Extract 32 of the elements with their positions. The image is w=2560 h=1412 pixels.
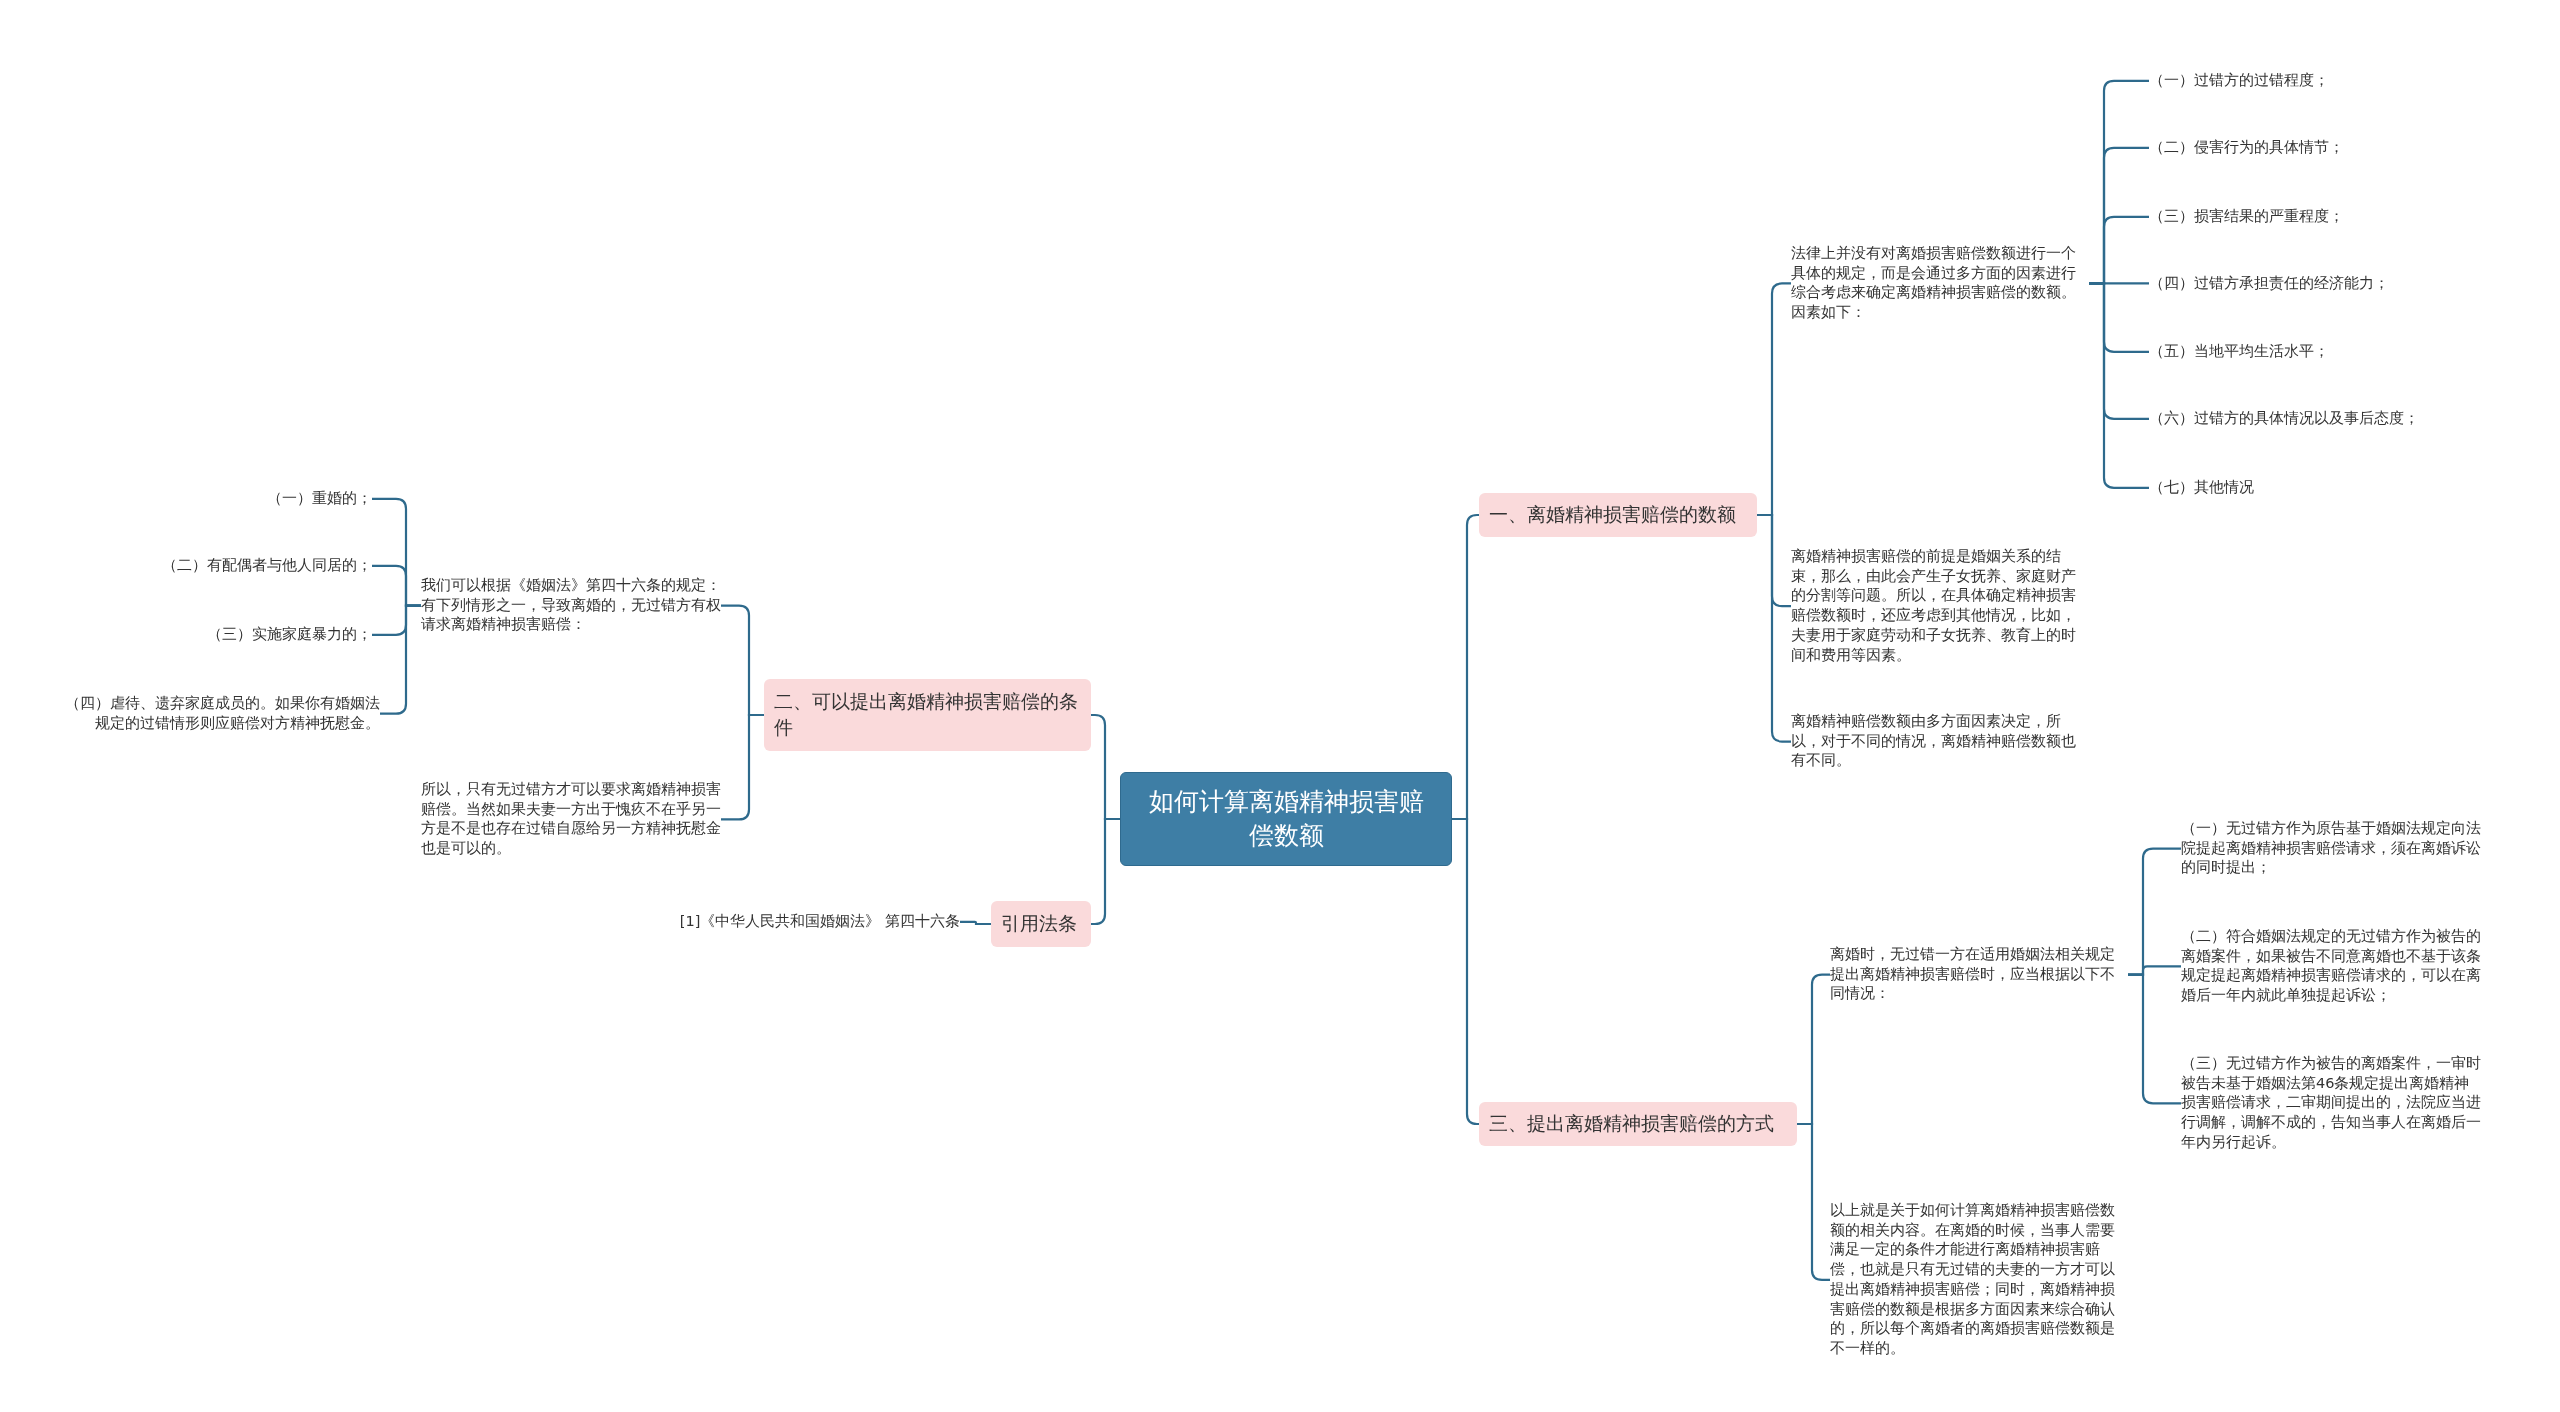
topic-text: 离婚精神损害赔偿的前提是婚姻关系的结束，那么，由此会产生子女抚养、家庭财产的分割等问题。所以，在具体确定精神损害赔偿数额时，还应考虑到其他情况，比如，夫妻用于家庭劳动和子女抚养、教育上的时间和费用等因素。 [1791,547,2089,666]
branch-topic-box: 引用法条 [991,901,1091,947]
topic-text: （一）重婚的； [120,489,372,509]
central-topic-box: 如何计算离婚精神损害赔偿数额 [1120,772,1452,866]
topic-text: （三）无过错方作为被告的离婚案件，一审时被告未基于婚姻法第46条规定提出离婚精神损害赔偿请求，二审期间提出的，法院应当进行调解，调解不成的，告知当事人在离婚后一年内另行起诉。 [2181,1054,2481,1153]
topic-text: 离婚时，无过错一方在适用婚姻法相关规定提出离婚精神损害赔偿时，应当根据以下不同情况： [1830,945,2128,1005]
topic-text: 所以，只有无过错方才可以要求离婚精神损害赔偿。当然如果夫妻一方出于愧疚不在乎另一方是不是也存在过错自愿给另一方精神抚慰金也是可以的。 [421,780,721,859]
topic-text: 我们可以根据《婚姻法》第四十六条的规定：有下列情形之一，导致离婚的，无过错方有权请求离婚精神损害赔偿： [421,576,721,636]
topic-text: （七）其他情况 [2149,478,2449,498]
topic-text: （二）有配偶者与他人同居的； [80,556,372,576]
connector-line [2128,973,2181,1105]
connector-line [2089,282,2149,489]
topic-text: （二）符合婚姻法规定的无过错方作为被告的离婚案件，如果被告不同意离婚也不基于该条规定提起离婚精神损害赔偿请求的，可以在离婚后一年内就此单独提起诉讼； [2181,927,2481,1006]
branch-topic-box: 三、提出离婚精神损害赔偿的方式 [1479,1102,1797,1146]
branch-topic-box: 二、可以提出离婚精神损害赔偿的条件 [764,679,1091,751]
topic-text: （六）过错方的具体情况以及事后态度； [2149,409,2489,429]
topic-text: （五）当地平均生活水平； [2149,342,2449,362]
topic-text: （一）无过错方作为原告基于婚姻法规定向法院提起离婚精神损害赔偿请求，须在离婚诉讼的同时提出； [2181,819,2481,879]
connector-line [960,920,991,926]
topic-text: （三）实施家庭暴力的； [80,625,372,645]
topic-text: （四）过错方承担责任的经济能力； [2149,274,2469,294]
topic-text: 离婚精神赔偿数额由多方面因素决定，所以，对于不同的情况，离婚精神赔偿数额也有不同。 [1791,712,2089,772]
connector-line [1091,817,1120,926]
branch-topic-box: 一、离婚精神损害赔偿的数额 [1479,493,1757,537]
topic-text: （三）损害结果的严重程度； [2149,207,2449,227]
topic-text: 以上就是关于如何计算离婚精神损害赔偿数额的相关内容。在离婚的时候，当事人需要满足一定的条件才能进行离婚精神损害赔偿，也就是只有无过错的夫妻的一方才可以提出离婚精神损害赔偿；同时，离婚精神损害赔偿的数额是根据多方面因素来综合确认的，所以每个离婚者的离婚损害赔偿数额是不一样的。 [1830,1201,2128,1359]
topic-text: （四）虐待、遗弃家庭成员的。如果你有婚姻法规定的过错情形则应赔偿对方精神抚慰金。 [62,694,380,734]
topic-text: （二）侵害行为的具体情节； [2149,138,2449,158]
topic-text: 法律上并没有对离婚损害赔偿数额进行一个具体的规定，而是会通过多方面的因素进行综合考虑来确定离婚精神损害赔偿的数额。因素如下： [1791,244,2089,323]
connector-line [1452,817,1479,1126]
topic-text: [1]《中华人民共和国婚姻法》 第四十六条 [640,912,960,932]
topic-text: （一）过错方的过错程度； [2149,71,2449,91]
